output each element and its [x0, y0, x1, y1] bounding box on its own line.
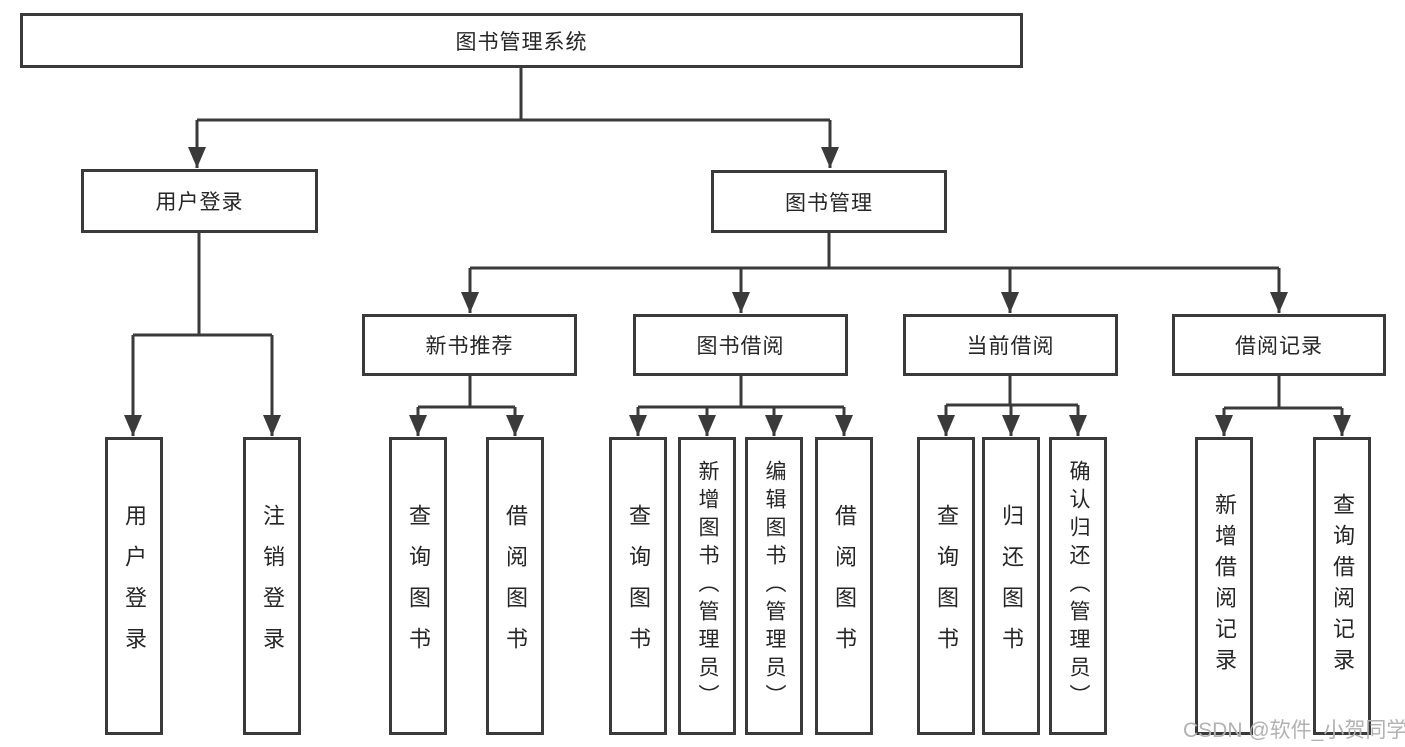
node-borrow-records: 借阅记录 — [1172, 314, 1386, 376]
node-current-borrow: 当前借阅 — [903, 314, 1118, 376]
leaf-add-book-admin-label: 新增图书（管理员） — [696, 460, 719, 712]
leaf-query-books-recommend: 查询图书 — [389, 437, 447, 735]
leaf-query-books-recommend-label: 查询图书 — [406, 504, 431, 668]
leaf-query-borrow-record-label: 查询借阅记录 — [1330, 493, 1355, 679]
node-book-borrow: 图书借阅 — [633, 314, 848, 376]
leaf-logout-login: 注销登录 — [243, 437, 301, 735]
leaf-return-books: 归还图书 — [982, 437, 1040, 735]
leaf-borrow-books: 借阅图书 — [815, 437, 873, 735]
node-book-management-label: 图书管理 — [785, 191, 873, 215]
leaf-edit-book-admin-label: 编辑图书（管理员） — [763, 460, 786, 712]
leaf-query-books-borrow-label: 查询图书 — [626, 504, 651, 668]
leaf-borrow-books-label: 借阅图书 — [832, 504, 857, 668]
node-current-borrow-label: 当前借阅 — [966, 335, 1055, 358]
node-user-login-label: 用户登录 — [155, 191, 244, 214]
leaf-borrow-books-recommend: 借阅图书 — [486, 437, 544, 735]
leaf-borrow-books-recommend-label: 借阅图书 — [503, 504, 528, 668]
leaf-add-borrow-record-label: 新增借阅记录 — [1212, 493, 1237, 679]
node-borrow-records-label: 借阅记录 — [1235, 335, 1323, 358]
node-root-label: 图书管理系统 — [455, 30, 588, 54]
watermark: CSDN @软件_小贺同学 — [1183, 719, 1405, 742]
node-new-book-recommend: 新书推荐 — [362, 314, 577, 376]
node-root: 图书管理系统 — [20, 13, 1023, 68]
leaf-user-login-label: 用户登录 — [122, 504, 147, 668]
leaf-confirm-return-admin-label: 确认归还（管理员） — [1067, 460, 1090, 712]
leaf-user-login: 用户登录 — [105, 437, 163, 735]
node-book-management: 图书管理 — [711, 170, 947, 233]
leaf-add-book-admin: 新增图书（管理员） — [678, 437, 736, 735]
leaf-edit-book-admin: 编辑图书（管理员） — [745, 437, 803, 735]
leaf-return-books-label: 归还图书 — [999, 504, 1024, 668]
leaf-add-borrow-record: 新增借阅记录 — [1195, 437, 1253, 735]
leaf-confirm-return-admin: 确认归还（管理员） — [1049, 437, 1107, 735]
leaf-query-books-borrow: 查询图书 — [609, 437, 667, 735]
leaf-query-books-current-label: 查询图书 — [934, 504, 959, 668]
leaf-query-books-current: 查询图书 — [917, 437, 975, 735]
node-user-login: 用户登录 — [81, 169, 318, 233]
leaf-logout-login-label: 注销登录 — [260, 504, 285, 668]
node-new-book-recommend-label: 新书推荐 — [425, 335, 514, 358]
node-book-borrow-label: 图书借阅 — [696, 335, 785, 358]
leaf-query-borrow-record: 查询借阅记录 — [1313, 437, 1371, 735]
